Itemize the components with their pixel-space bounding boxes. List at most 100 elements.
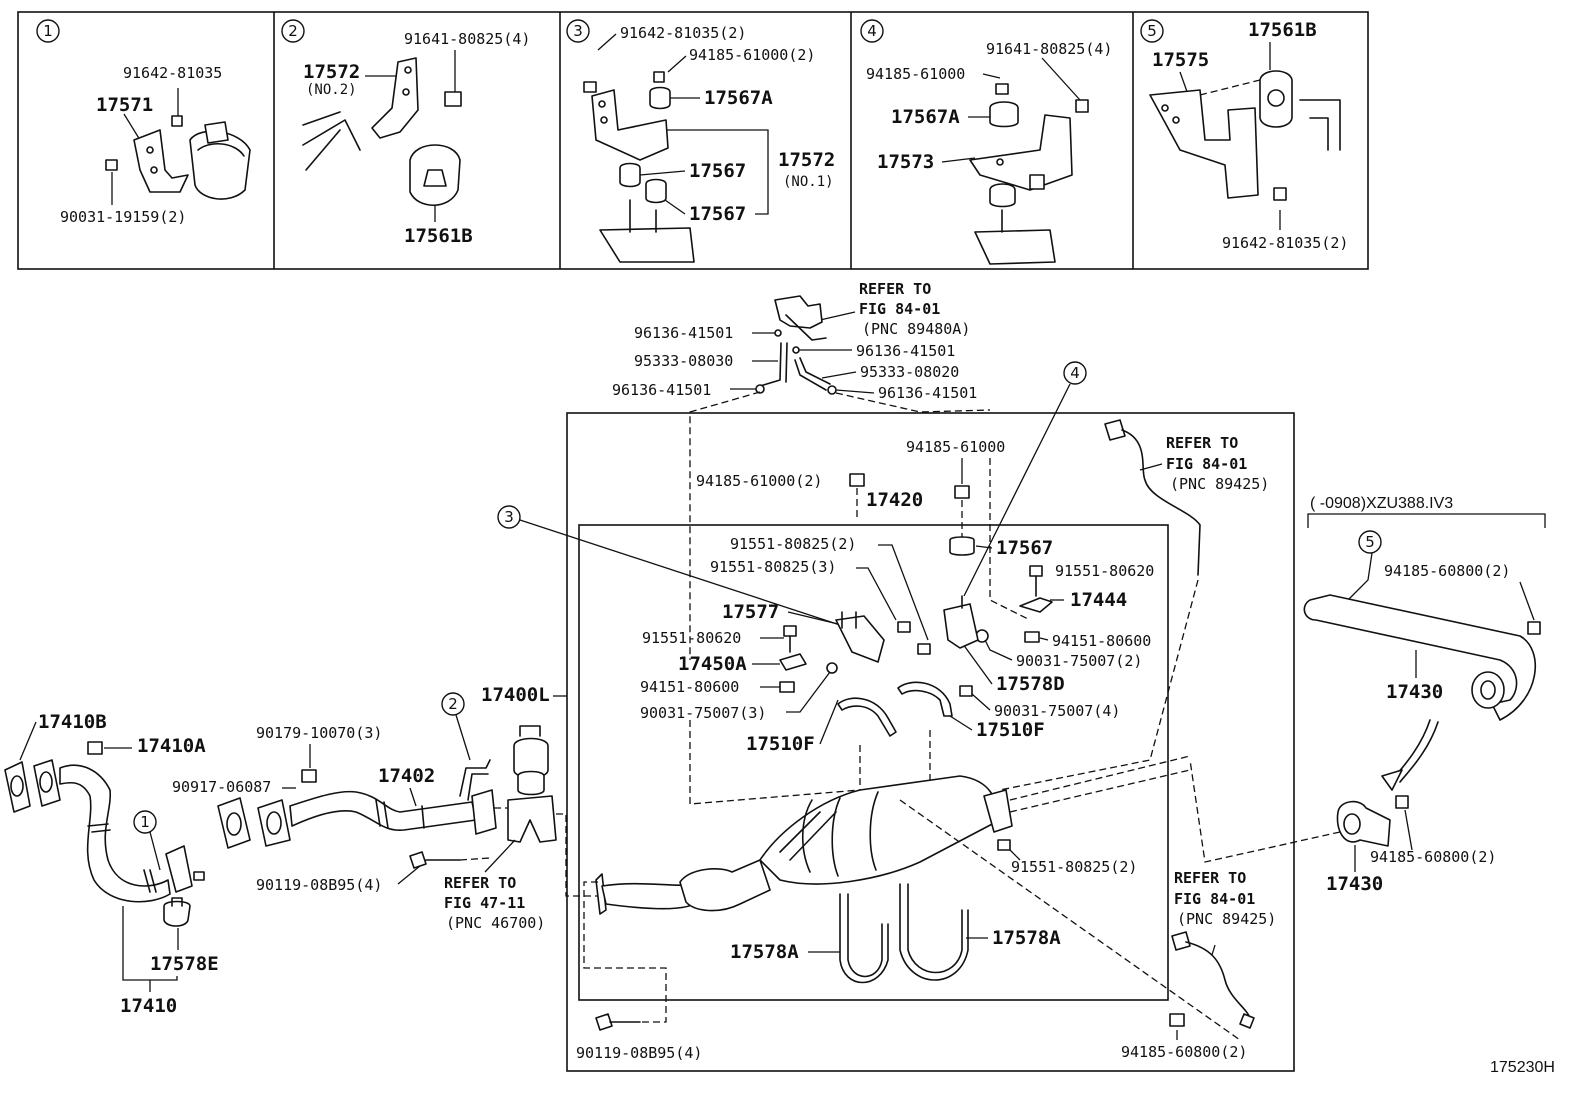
part-label-17578A-r: 17578A <box>992 927 1061 949</box>
part-label-96136-41501-a: 96136-41501 <box>634 324 733 342</box>
refer-top-line3: (PNC 89480A) <box>862 320 970 338</box>
bracket-17571-drawing <box>105 115 251 200</box>
refer-right-bottom-line3: (PNC 89425) <box>1177 910 1276 928</box>
part-label-17410: 17410 <box>120 995 177 1017</box>
part-label-17444: 17444 <box>1070 589 1127 611</box>
part-label-90031-75007-4: 90031-75007(4) <box>994 702 1120 720</box>
inset-2-number <box>281 19 305 43</box>
pressure-hose-assembly: 96136-41501 95333-08030 96136-41501 9613… <box>612 280 991 660</box>
svg-text:4: 4 <box>1070 364 1080 382</box>
part-label-94185-61000-2: 94185-61000(2) <box>689 46 815 64</box>
part-label-17567A: 17567A <box>704 87 773 109</box>
part-label-91642-81035: 91642-81035 <box>123 64 222 82</box>
part-label-91641-80825-4: 91641-80825(4) <box>986 40 1112 58</box>
callout-4: 4 <box>963 361 1087 597</box>
part-label-91551-80825-2b: 91551-80825(2) <box>1011 858 1137 876</box>
part-label-17400L: 17400L <box>481 684 550 706</box>
svg-text:3: 3 <box>504 508 514 526</box>
bracket-17572-no1-drawing <box>583 71 695 263</box>
part-label-91642-81035-2: 91642-81035(2) <box>620 24 746 42</box>
refer-right-bottom-line2: FIG 84-01 <box>1174 890 1255 908</box>
refer-right-top-line2: FIG 84-01 <box>1166 455 1247 473</box>
svg-text:5: 5 <box>1365 533 1375 551</box>
svg-text:1: 1 <box>140 813 150 831</box>
part-label-17561B-b: 17561B <box>1248 19 1317 41</box>
inset-2-number-text: 2 <box>288 22 298 40</box>
part-label-17571: 17571 <box>96 94 153 116</box>
part-label-no1: (NO.1) <box>783 174 834 190</box>
variant-17430: ( -0908)XZU388.IV3 5 94185-60800(2) 1743… <box>1189 495 1546 895</box>
refer-right-bottom-line1: REFER TO <box>1174 869 1246 887</box>
part-label-17578D: 17578D <box>996 673 1065 695</box>
inset-2: 2 17572 (NO.2) 91641-80825(4) 17561B <box>281 19 530 247</box>
refer-top-line2: FIG 84-01 <box>859 300 940 318</box>
part-label-17567A-b: 17567A <box>891 106 960 128</box>
catalyst-17420-box <box>578 524 1169 1001</box>
oxygen-sensor-bottom: REFER TO FIG 84-01 (PNC 89425) 94185-608… <box>1121 869 1276 1061</box>
catalyst-hardware-labels: 94185-61000 94185-61000(2) 17420 91551-8… <box>640 438 1154 805</box>
part-label-17577: 17577 <box>722 601 779 623</box>
part-label-91551-80620-r: 91551-80620 <box>1055 562 1154 580</box>
inset-3-number <box>566 19 590 43</box>
straps-17578A: 17578A 17578A <box>730 883 1061 984</box>
part-label-96136-41501-b: 96136-41501 <box>856 342 955 360</box>
inset-3: 3 91642-81035(2) 94185-61000(2) 17567A 1… <box>566 19 835 263</box>
part-label-17578A-l: 17578A <box>730 941 799 963</box>
oxygen-sensor-top: REFER TO FIG 84-01 (PNC 89425) <box>999 419 1269 791</box>
part-label-90031-75007-3: 90031-75007(3) <box>640 704 766 722</box>
inset-5-number <box>1140 19 1164 43</box>
inset-5: 5 17561B 17575 91642-81035(2) <box>1140 19 1348 252</box>
part-label-96136-41501-d: 96136-41501 <box>878 384 977 402</box>
callout-3: 3 <box>497 505 841 626</box>
part-label-94185-61000-2: 94185-61000(2) <box>696 472 822 490</box>
bracket-17573-drawing <box>969 83 1089 265</box>
part-label-94151-80600-l: 94151-80600 <box>640 678 739 696</box>
part-label-17402: 17402 <box>378 765 435 787</box>
part-label-17561B: 17561B <box>404 225 473 247</box>
part-label-17567: 17567 <box>996 537 1053 559</box>
part-label-91551-80825-2a: 91551-80825(2) <box>730 535 856 553</box>
part-label-90917-06087: 90917-06087 <box>172 778 271 796</box>
bracket-17572-no2-drawing <box>302 57 462 206</box>
part-label-17430-b: 17430 <box>1326 873 1383 895</box>
part-label-90179-10070: 90179-10070(3) <box>256 724 382 742</box>
part-label-17410A: 17410A <box>137 735 206 757</box>
part-label-91641-80825: 91641-80825(4) <box>404 30 530 48</box>
part-label-17575: 17575 <box>1152 49 1209 71</box>
inset-4: 4 94185-61000 91641-80825(4) 17567A 1757… <box>860 19 1112 265</box>
refer-mid-line2: FIG 47-11 <box>444 894 525 912</box>
part-label-17510F-l: 17510F <box>746 733 815 755</box>
part-label-94185-61000: 94185-61000 <box>866 65 965 83</box>
figure-code: 175230H <box>1490 1059 1555 1076</box>
front-pipe-17410: 17410B 17410A 1 17578E 17410 <box>4 711 219 1017</box>
part-label-17430-a: 17430 <box>1386 681 1443 703</box>
refer-mid-line1: REFER TO <box>444 874 516 892</box>
part-label-95333-08030: 95333-08030 <box>634 352 733 370</box>
part-label-17567-b: 17567 <box>689 203 746 225</box>
part-label-94185-60800-2a: 94185-60800(2) <box>1384 562 1510 580</box>
part-label-17567-a: 17567 <box>689 160 746 182</box>
refer-top-line1: REFER TO <box>859 280 931 298</box>
part-label-17578E: 17578E <box>150 953 219 975</box>
part-label-91551-80620-l: 91551-80620 <box>642 629 741 647</box>
inset-4-number-text: 4 <box>867 22 877 40</box>
refer-right-top-line1: REFER TO <box>1166 434 1238 452</box>
inset-3-number-text: 3 <box>573 22 583 40</box>
part-label-90119-08B95-a: 90119-08B95(4) <box>256 876 382 894</box>
part-label-no2: (NO.2) <box>306 82 357 98</box>
flex-joint-area: 90119-08B95(4) REFER TO FIG 47-11 (PNC 4… <box>256 725 598 932</box>
part-label-17510F-r: 17510F <box>976 719 1045 741</box>
variant-note: ( -0908)XZU388.IV3 <box>1310 495 1453 512</box>
refer-mid-line3: (PNC 46700) <box>446 914 545 932</box>
part-label-94185-61000-top: 94185-61000 <box>906 438 1005 456</box>
inset-1: 1 91642-81035 17571 90031-19159(2) <box>36 19 251 226</box>
part-label-91642-81035-2b: 91642-81035(2) <box>1222 234 1348 252</box>
part-label-17450A: 17450A <box>678 653 747 675</box>
bolt-90119-bottom: 90119-08B95(4) <box>576 881 702 1062</box>
catalytic-converter-drawing <box>595 755 1241 1041</box>
part-label-90119-08B95-b: 90119-08B95(4) <box>576 1044 702 1062</box>
part-label-96136-41501-c: 96136-41501 <box>612 381 711 399</box>
part-label-95333-08020: 95333-08020 <box>860 363 959 381</box>
inset-1-number <box>36 19 60 43</box>
